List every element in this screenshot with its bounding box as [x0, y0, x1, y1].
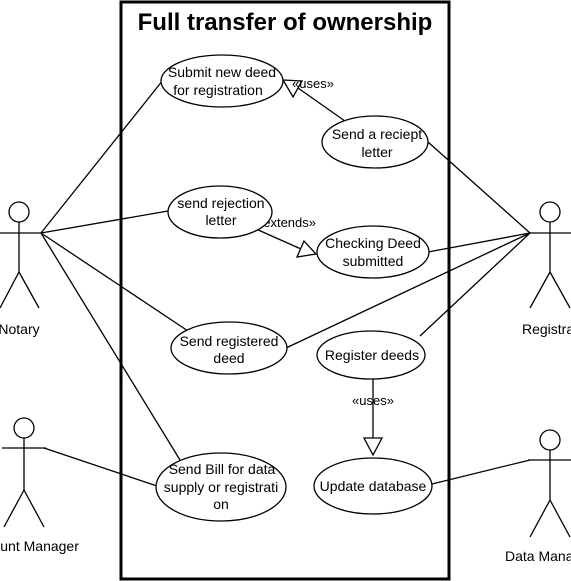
actor-label-account-manager: Account Manager	[0, 538, 79, 554]
assoc-notary-registered	[40, 232, 189, 332]
actor-notary: Notary	[0, 201, 41, 337]
uses-arrowhead	[281, 79, 304, 99]
assoc-account-bill	[43, 447, 158, 487]
uses-label-update: «uses»	[352, 393, 394, 408]
extends-arrowhead	[295, 239, 318, 258]
assoc-registrar-receipt	[427, 141, 531, 234]
use-case-label: Update database	[320, 478, 427, 494]
use-case-send-receipt: Send a reciept letter	[321, 115, 429, 169]
use-case-label: Submit new deed	[168, 64, 276, 80]
use-case-label: deed	[213, 350, 244, 366]
use-case-submit-deed: Submit new deed for registration	[160, 54, 284, 108]
system-boundary	[119, 0, 451, 581]
uses-arrowhead	[362, 437, 384, 457]
use-case-register-deeds: Register deeds	[316, 330, 426, 380]
actor-head	[539, 201, 561, 223]
assoc-registrar-registered	[285, 232, 531, 349]
assoc-data-update	[431, 459, 531, 485]
uses-label-receipt: «uses»	[292, 76, 334, 91]
use-case-label: submitted	[343, 253, 404, 269]
relation-uses-receipt: «uses»	[281, 76, 353, 127]
assoc-notary-submit	[40, 79, 164, 234]
use-case-send-rejection: send rejection letter	[167, 185, 273, 239]
use-case-label: Checking Deed	[325, 235, 421, 251]
use-case-label: letter	[205, 212, 236, 228]
use-case-label: send rejection	[177, 195, 264, 211]
use-case-label: Register deeds	[325, 347, 419, 363]
use-case-send-registered: Send registered deed	[170, 321, 288, 375]
actor-label-notary: Notary	[0, 321, 40, 337]
assoc-registrar-register	[419, 232, 531, 337]
actor-registrar: Registrar	[522, 201, 571, 337]
assoc-notary-rejection	[40, 210, 169, 234]
assoc-registrar-checking	[427, 232, 531, 253]
diagram-title: Full transfer of ownership	[138, 9, 433, 36]
associations	[40, 79, 531, 487]
actor-data-manager: Data Manager	[505, 429, 571, 564]
use-case-label: on	[213, 496, 229, 512]
use-case-label: Send a reciept	[332, 126, 422, 142]
actor-account-manager: Account Manager	[0, 417, 79, 554]
use-case-update-database: Update database	[313, 457, 433, 515]
actor-head	[539, 429, 561, 451]
actor-label-data-manager: Data Manager	[505, 548, 571, 564]
use-case-label: supply or registrati	[164, 479, 278, 495]
use-case-label: letter	[361, 144, 392, 160]
actor-head	[8, 201, 30, 223]
relation-uses-update: «uses»	[352, 379, 394, 457]
assoc-notary-bill	[40, 232, 181, 461]
use-case-label: Send Bill for data	[169, 461, 276, 477]
use-case-label: Send registered	[180, 333, 279, 349]
use-case-label: for registration	[173, 82, 262, 98]
use-case-checking-deed: Checking Deed submitted	[316, 225, 430, 279]
use-case-send-bill: Send Bill for data supply or registrati …	[155, 452, 287, 522]
actor-label-registrar: Registrar	[522, 321, 571, 337]
actor-head	[13, 417, 35, 439]
